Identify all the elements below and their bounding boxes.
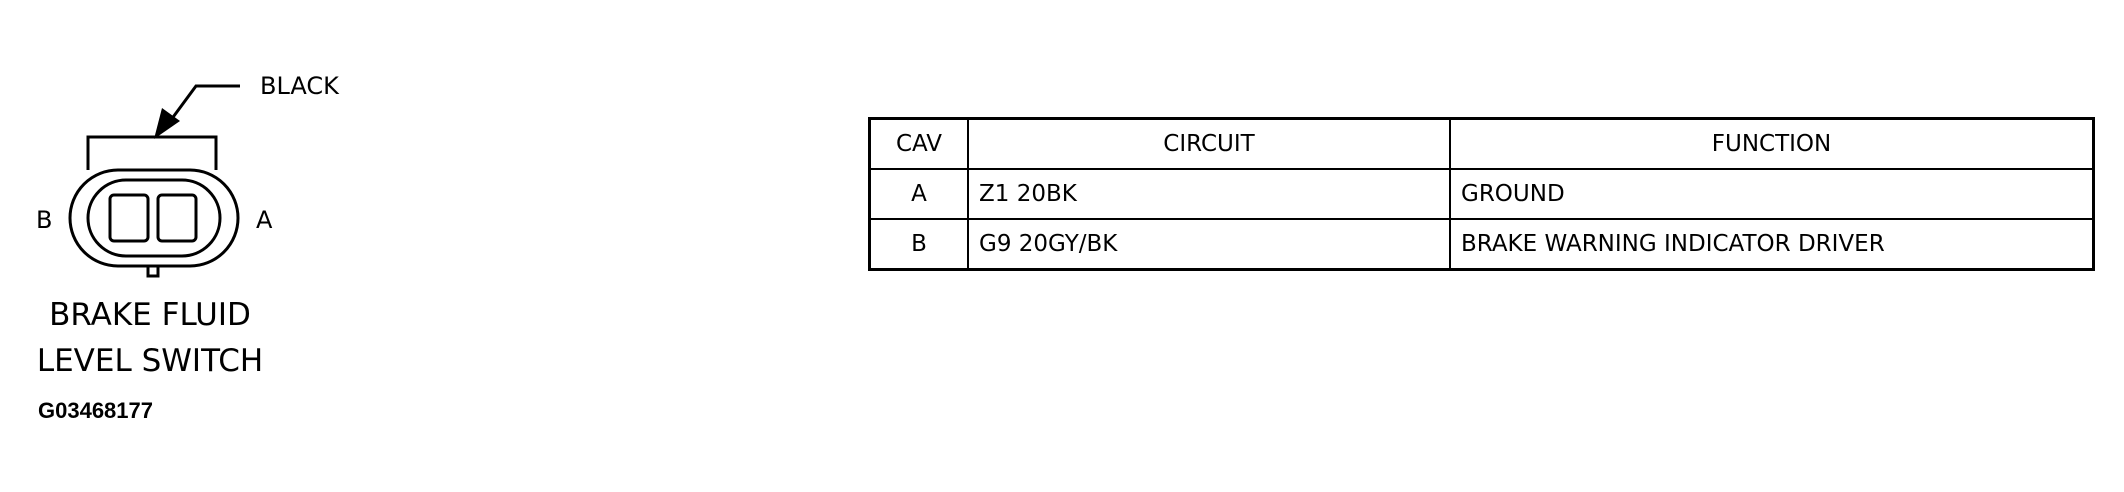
caption-line-1: BRAKE FLUID [49, 297, 251, 333]
cell-function: GROUND [1449, 168, 2095, 220]
connector-caption: BRAKE FLUID LEVEL SWITCH [0, 292, 310, 384]
cell-function: BRAKE WARNING INDICATOR DRIVER [1449, 218, 2095, 271]
color-leader-line [166, 84, 240, 125]
caption-line-2: LEVEL SWITCH [36, 343, 264, 379]
cell-circuit: G9 20GY/BK [967, 218, 1451, 271]
cavity-b [108, 193, 150, 243]
color-arrow-head [154, 108, 180, 139]
header-circuit: CIRCUIT [967, 117, 1451, 170]
connector-key [146, 264, 160, 278]
table-header-row: CAV CIRCUIT FUNCTION [868, 117, 2095, 170]
pinout-table: CAV CIRCUIT FUNCTION A Z1 20BK GROUND B … [868, 117, 2095, 271]
figure-id: G03468177 [38, 398, 153, 423]
cavity-a [156, 193, 198, 243]
cavity-b-label: B [36, 206, 53, 234]
cell-cav: B [868, 218, 969, 271]
table-row: A Z1 20BK GROUND [868, 168, 2095, 220]
table-row: B G9 20GY/BK BRAKE WARNING INDICATOR DRI… [868, 218, 2095, 271]
header-function: FUNCTION [1449, 117, 2095, 170]
connector-latch [86, 135, 218, 170]
connector-diagram [68, 84, 240, 278]
header-cav: CAV [868, 117, 969, 170]
cell-circuit: Z1 20BK [967, 168, 1451, 220]
connector-inner-shell [86, 178, 222, 258]
connector-body [68, 168, 240, 268]
cell-cav: A [868, 168, 969, 220]
connector-color-label: BLACK [260, 72, 339, 100]
cavity-a-label: A [256, 206, 273, 234]
